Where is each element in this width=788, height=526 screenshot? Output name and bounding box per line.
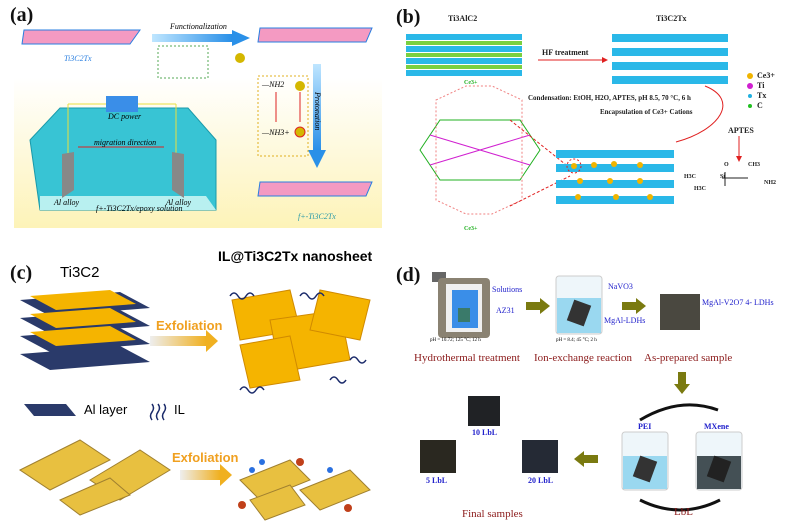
panel-a-label: (a) xyxy=(10,4,34,26)
formula-ch3: CH3 xyxy=(748,162,760,168)
amine-sphere xyxy=(235,53,245,63)
legend-tx: Tx xyxy=(757,91,767,100)
legend-ti: Ti xyxy=(757,81,765,90)
formula-nh2: NH2 xyxy=(764,180,776,186)
al-electrode-left xyxy=(62,152,74,198)
ti3c2tx-stack xyxy=(612,34,728,84)
al-alloy-left-label: Al alloy xyxy=(54,198,80,207)
panel-c-label: (c) xyxy=(10,262,33,284)
legend-ce: Ce3+ xyxy=(757,71,775,80)
solutions-label: Solutions xyxy=(492,285,523,294)
ce-bottom-label: Ce3+ xyxy=(464,226,478,232)
sample-5-lbl xyxy=(420,440,456,473)
hydrothermal-conditions: pH = 10.72; 125 °C; 12 h xyxy=(430,338,481,343)
exfoliation-arrow-2 xyxy=(180,470,220,480)
functionalized-sheet xyxy=(257,27,373,43)
formula-o: O xyxy=(724,162,729,168)
beaker-mxene xyxy=(695,431,743,491)
ti3alc2-label: Ti3AlC2 xyxy=(448,14,478,23)
protonated-sheet xyxy=(257,181,373,197)
formula-h3c-2: H3C xyxy=(694,186,706,192)
al-alloy-right-label: Al alloy xyxy=(166,198,192,207)
ti3alc2-stack xyxy=(406,34,522,76)
aptes-label: APTES xyxy=(728,126,754,135)
final-samples-label: Final samples xyxy=(462,508,523,520)
il-ti3c2tx-label: IL@Ti3C2Tx nanosheet xyxy=(218,248,373,264)
solution-label: f+-Ti3C2Tx/epoxy solution xyxy=(96,204,183,213)
exfoliation-label-1: Exfoliation xyxy=(156,318,223,333)
product-label: f+-Ti3C2Tx xyxy=(298,212,336,221)
migration-label: migration direction xyxy=(94,138,157,147)
il-icon xyxy=(149,403,167,421)
il-label: IL xyxy=(174,402,185,417)
al-layer-icon xyxy=(24,404,76,416)
exfoliation-label-2: Exfoliation xyxy=(172,450,239,465)
sample-20-lbl xyxy=(522,440,558,473)
legend-c: C xyxy=(757,101,763,110)
dc-power-label: DC power xyxy=(108,112,142,121)
exfoliation-arrow-1 xyxy=(150,336,206,346)
sample-10-lbl xyxy=(468,396,500,426)
lbl-label: LbL xyxy=(674,506,693,518)
label-20-lbl: 20 LbL xyxy=(528,476,554,485)
ti3c2tx-label-b: Ti3C2Tx xyxy=(656,14,687,23)
mxene-sheet xyxy=(21,29,141,45)
panel-b-label: (b) xyxy=(396,6,421,28)
arrow-1 xyxy=(526,298,550,314)
ti3c2tx-label: Ti3C2Tx xyxy=(64,54,92,63)
atomic-il-nanosheets xyxy=(238,458,371,521)
ti3c2-label: Ti3C2 xyxy=(60,264,100,281)
autoclave xyxy=(432,272,490,338)
nh2-label: —NH2 xyxy=(262,80,285,89)
legend-markers xyxy=(747,73,753,108)
arrow-2 xyxy=(622,298,646,314)
step-as-prepared: As-prepared sample xyxy=(644,352,733,364)
ion-exchange-conditions: pH = 8.4; 45 °C; 2 h xyxy=(556,338,597,343)
dc-power xyxy=(106,96,138,112)
al-layer-label: Al layer xyxy=(84,402,128,417)
navo3-label: NaVO3 xyxy=(608,282,633,291)
as-prepared-sample xyxy=(660,294,700,330)
label-5-lbl: 5 LbL xyxy=(426,476,448,485)
beaker-ion-exchange xyxy=(555,275,603,335)
arrow-down xyxy=(674,372,690,394)
atomic-mxene-stack xyxy=(19,439,171,516)
al-electrode-right xyxy=(172,152,184,198)
structure-lattice xyxy=(419,85,541,215)
nh3-label: —NH3+ xyxy=(262,128,290,137)
cycle-arrow-top xyxy=(639,403,719,422)
cycle-arrow-bottom xyxy=(639,498,721,512)
encapsulation-arrow xyxy=(675,85,724,143)
protonation-arrow xyxy=(313,64,321,150)
panel-c-illustration xyxy=(19,289,371,521)
functionalization-label: Functionalization xyxy=(170,22,227,31)
pei-label: PEI xyxy=(638,422,652,431)
ce-top-label: Ce3+ xyxy=(464,80,478,86)
il-nanosheets xyxy=(231,289,371,389)
step-ion-exchange: Ion-exchange reaction xyxy=(534,352,633,364)
ce-intercalated-stack xyxy=(556,150,674,204)
encapsulation-label: Encapsulation of Ce3+ Cations xyxy=(600,108,693,116)
ti3c2-stack xyxy=(20,290,150,370)
condensation-label: Condensation: EtOH, H2O, APTES, pH 8.5, … xyxy=(528,94,691,102)
hf-treatment-label: HF treatment xyxy=(542,48,589,57)
panel-d-label: (d) xyxy=(396,264,421,286)
panel-a-illustration xyxy=(14,27,382,228)
mgal-ldhs-label: MgAl-LDHs xyxy=(604,316,646,325)
beaker-pei xyxy=(621,431,669,491)
formula-si: Si xyxy=(720,174,726,180)
mxene-label: MXene xyxy=(704,422,729,431)
step-hydrothermal: Hydrothermal treatment xyxy=(414,352,520,364)
formula-h3c-1: H3C xyxy=(684,174,696,180)
az31-label: AZ31 xyxy=(496,306,515,315)
functionalization-arrow xyxy=(152,34,232,42)
ldh-label: MgAl-V2O7 4- LDHs xyxy=(702,298,774,307)
panel-b-illustration xyxy=(406,34,753,215)
label-10-lbl: 10 LbL xyxy=(472,428,498,437)
arrow-left xyxy=(574,451,598,467)
